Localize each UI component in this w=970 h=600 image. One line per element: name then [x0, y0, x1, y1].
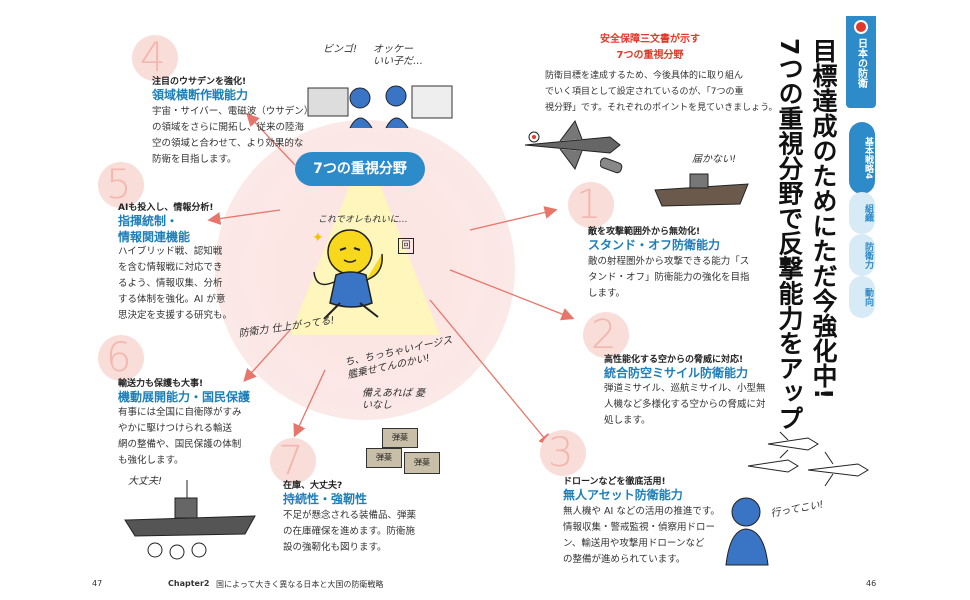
soldier-illustration [725, 497, 769, 566]
operators-illustration [307, 85, 453, 129]
arrow-4 [246, 113, 296, 166]
field-2-lead: 高性能化する空からの脅威に対応! [604, 355, 744, 365]
intro-title-line1: 安全保障三文書が示す [600, 34, 700, 45]
number-circle-1 [568, 182, 614, 228]
center-chip: 回 [398, 238, 414, 254]
number-circle-2 [583, 312, 629, 358]
number-3: 3 [548, 430, 574, 476]
field-7-body: 不足が懸念される装備品、弾薬の在庫確保を進めます。防衛施 設の強靭化も図ります。 [283, 510, 417, 553]
intro-body: 防衛目標を達成するため、今後具体的に取り組んでいく項目として設定されているのが、… [545, 71, 778, 113]
side-tab-item-defense[interactable]: 防衛力 [849, 234, 875, 276]
side-tab-item-strategy[interactable]: 基本戦略4 [849, 122, 875, 194]
field-4-title: 領域横断作戦能力 [152, 88, 249, 102]
handwriting-daijobu: 大丈夫! [128, 476, 163, 487]
intro-title-line2: 7つの重視分野 [616, 50, 684, 61]
mascot-illustration: ✦ [312, 229, 383, 320]
arrow-6 [243, 329, 291, 382]
side-tab-section-label: 日本の防衛 [855, 38, 867, 88]
ship-illustration-1 [600, 157, 749, 207]
number-5: 5 [106, 162, 132, 208]
number-1: 1 [576, 182, 602, 228]
field-1-lead: 敵を攻撃範囲外から無効化! [588, 227, 701, 237]
arrow-5 [207, 209, 281, 225]
drones-illustration [747, 431, 869, 487]
page-title-line2: 7つの重視分野で反撃能力をアップ [775, 38, 804, 431]
arrow-3 [429, 299, 552, 448]
number-6: 6 [106, 335, 132, 381]
field-2-title: 統合防空ミサイル防衛能力 [604, 366, 749, 380]
page-number-left: 47 [92, 579, 103, 588]
number-circle-7 [270, 438, 316, 484]
field-3-title: 無人アセット防衛能力 [563, 488, 683, 502]
handwriting-bing: ビンゴ! [323, 44, 358, 55]
field-4-body: 宇宙・サイバー、電磁波（ウサデン）の領域をさらに開拓し、従来の陸海 空の領域と合… [152, 106, 314, 165]
arrow-7 [293, 369, 326, 438]
field-5-title-1: 指揮統制・ [118, 214, 179, 228]
field-6-lead: 輸送力も保護も大事! [118, 379, 204, 389]
number-circle-4 [132, 35, 178, 81]
side-tab-item-organization[interactable]: 組織 [849, 192, 875, 234]
side-tab-item-trends[interactable]: 動向 [849, 276, 875, 318]
field-1-title: スタンド・オフ防衛能力 [588, 238, 721, 252]
chapter-title: 国によって大きく異なる日本と大国の防衛戦略 [216, 580, 384, 589]
side-tab-section: 日本の防衛 [846, 16, 876, 108]
number-7: 7 [278, 438, 304, 484]
arrow-1 [469, 206, 558, 231]
svg-text:✦: ✦ [312, 230, 324, 246]
field-5-title-2: 情報関連機能 [118, 230, 191, 244]
number-4: 4 [140, 35, 166, 81]
number-circle-6 [98, 335, 144, 381]
field-3-lead: ドローンなどを徹底活用! [563, 477, 666, 487]
page-number-right: 46 [866, 579, 877, 588]
field-5-body: ハイブリッド戦、認知戦を含む情報戦に対応でき るよう、情報収集、分析する体制を強… [118, 246, 233, 321]
center-speech: これでオレもれいに… [318, 215, 408, 225]
number-circle-3 [540, 430, 586, 476]
field-7-lead: 在庫、大丈夫? [283, 481, 343, 491]
page-title-line1: 目標達成のためにただ今強化中! [809, 38, 838, 400]
japan-flag-icon [854, 20, 868, 34]
center-label: 7つの重視分野 [295, 152, 425, 186]
field-5-lead: AIも投入し、情報分析! [118, 203, 214, 213]
chapter-label: Chapter2 [168, 579, 210, 588]
handwriting-todokanai: 届かない! [692, 154, 737, 165]
field-7-title: 持続性・強靭性 [283, 492, 368, 506]
field-6-body: 有事には全国に自衛隊がすみやかに駆けつけられる輸送 網の整備や、国民保護の体制も… [118, 407, 242, 466]
crate-2: 弾薬 [366, 448, 402, 468]
handwriting-sonae: 備えあれば 憂いなし [362, 388, 426, 411]
number-2: 2 [591, 312, 617, 358]
crate-1: 弾薬 [382, 428, 418, 448]
crate-3: 弾薬 [404, 452, 440, 474]
handwriting-okay: オッケー いい子だ… [373, 44, 423, 67]
fighter-jet-illustration [524, 119, 621, 171]
field-4-lead: 注目のウサデンを強化! [152, 77, 247, 87]
field-2-body: 弾道ミサイル、巡航ミサイル、小型無人機など多様化する空からの脅威に対処します。 [604, 383, 766, 426]
ship-illustration-6 [124, 480, 256, 560]
field-1-body: 敵の射程圏外から攻撃できる能力「スタンド・オフ」防衛能力の強化を目指します。 [588, 256, 750, 299]
field-6-title: 機動展開能力・国民保護 [118, 390, 251, 404]
number-circle-5 [98, 162, 144, 208]
arrow-2 [449, 269, 575, 321]
field-3-body: 無人機や AI などの活用の推進です。情報収集・警戒監視・偵察用ドロー ン、輸送… [563, 506, 720, 565]
